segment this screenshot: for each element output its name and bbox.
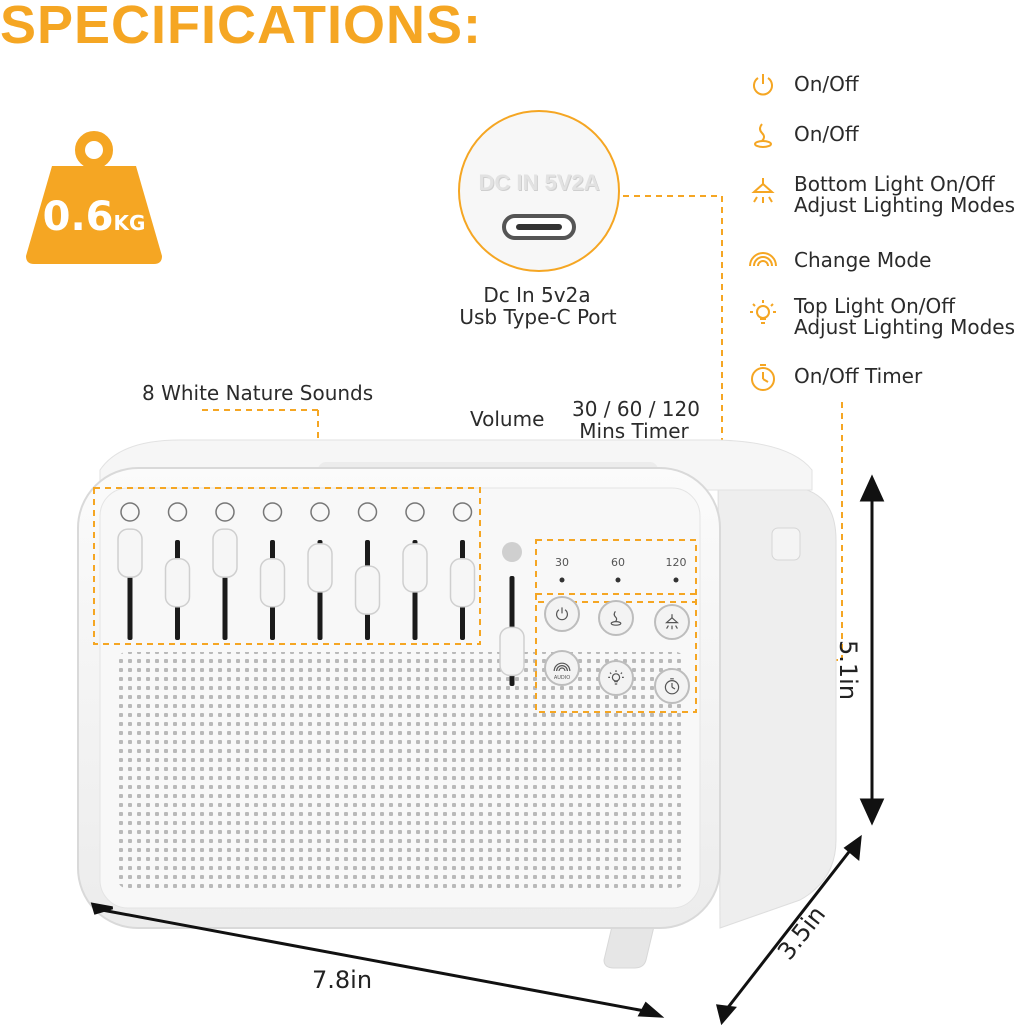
height-dimension: 5.1in	[834, 640, 862, 701]
power-icon	[556, 607, 568, 621]
port-caption-line2: Usb Type-C Port	[459, 305, 617, 329]
page-title: SPECIFICATIONS:	[0, 0, 483, 55]
feature-text-detail: Adjust Lighting Modes	[794, 315, 1015, 339]
sound-slider-knob[interactable]	[402, 543, 428, 593]
usb-port-detail: DC IN 5V2A	[458, 110, 620, 272]
aroma-icon	[754, 123, 772, 148]
sound-slider-knob[interactable]	[212, 528, 238, 578]
bottom-light-icon	[665, 614, 679, 630]
timer-indicator-dot	[673, 577, 679, 583]
weight-unit: KG	[113, 211, 146, 235]
feature-text-detail: Adjust Lighting Modes	[794, 193, 1015, 217]
sound-slider-knob[interactable]	[164, 557, 191, 608]
sound-slider-knob[interactable]	[117, 528, 143, 578]
timer-icon	[664, 678, 680, 695]
timer-mark-label: 60	[611, 556, 625, 569]
feature-text: On/Off	[794, 122, 859, 146]
timer-mark-label: 30	[555, 556, 569, 569]
volume-label: Volume	[470, 407, 545, 431]
timer-icon	[751, 364, 775, 391]
aroma-icon	[610, 611, 622, 626]
bottom-light-button[interactable]	[654, 604, 690, 640]
weight-value: 0.6	[42, 194, 114, 240]
sound-slider-knob[interactable]	[449, 557, 476, 608]
fan-icon	[452, 502, 473, 522]
sound-slider-knob[interactable]	[259, 557, 286, 608]
stream-icon	[262, 502, 283, 522]
feature-text: On/Off	[794, 72, 859, 96]
timer-label-line1: 30 / 60 / 120	[572, 397, 700, 421]
thunder-icon	[167, 502, 188, 522]
bottom-light-icon	[751, 178, 775, 203]
audio-icon	[749, 252, 777, 267]
nature-sounds-label: 8 White Nature Sounds	[142, 381, 374, 405]
top-light-icon	[750, 300, 776, 324]
audio-button-label: AUDIO	[554, 675, 570, 681]
power-button[interactable]	[544, 596, 580, 632]
port-embossed-text: DC IN 5V2A	[478, 170, 600, 195]
top-light-icon	[608, 670, 624, 685]
timer-indicator-dot	[615, 577, 621, 583]
width-dimension: 7.8in	[312, 966, 373, 994]
timer-button[interactable]	[654, 668, 690, 704]
feature-text: On/Off Timer	[794, 364, 923, 388]
timer-label-line2: Mins Timer	[579, 419, 689, 443]
volume-slider-knob[interactable]	[499, 626, 525, 677]
audio-icon	[553, 662, 571, 672]
timer-indicator-dot	[559, 577, 565, 583]
fire-icon	[310, 502, 330, 522]
weight-label: 0.6KG	[24, 194, 164, 240]
wind-icon	[357, 502, 378, 522]
timer-mark-label: 120	[666, 556, 687, 569]
aroma-button[interactable]	[598, 600, 634, 636]
weight-badge: 0.6KG	[24, 130, 164, 264]
sound-slider-knob[interactable]	[354, 565, 381, 615]
feature-text: Change Mode	[794, 248, 932, 272]
top-light-button[interactable]	[598, 660, 634, 696]
frog-icon	[405, 502, 425, 522]
sound-slider-knob[interactable]	[307, 543, 333, 593]
power-icon	[753, 74, 773, 96]
feature-text: Bottom Light On/Off	[794, 172, 995, 196]
feature-text: Top Light On/Off	[794, 294, 956, 318]
bird-icon	[215, 502, 235, 522]
volume-indicator	[502, 542, 522, 562]
audio-mode-button[interactable]: AUDIO	[544, 650, 580, 686]
wave-icon	[120, 502, 140, 522]
port-caption-line1: Dc In 5v2a	[483, 283, 591, 307]
weight-icon	[26, 131, 162, 264]
